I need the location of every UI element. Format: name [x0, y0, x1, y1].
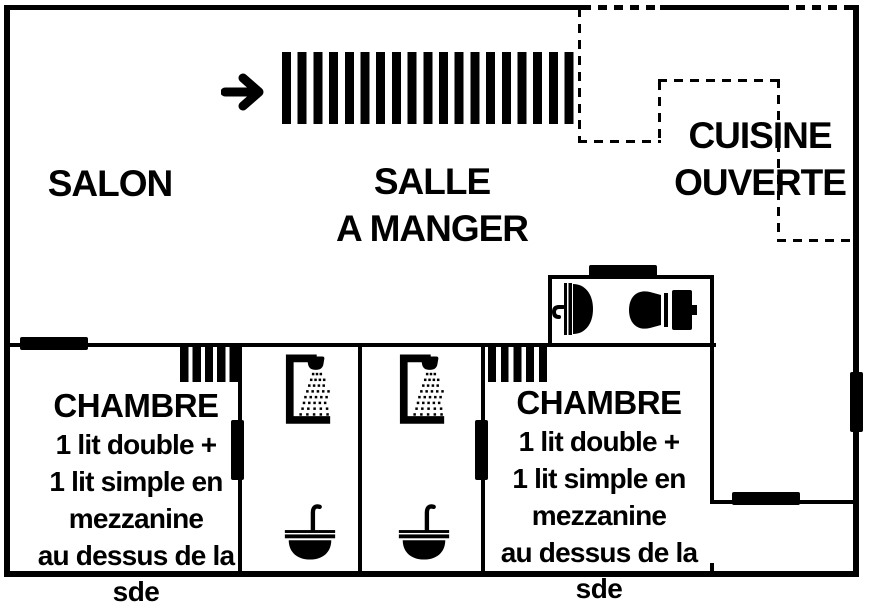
shower-icon — [285, 354, 331, 424]
sink-icon — [395, 502, 453, 562]
chambre-right-line3: mezzanine — [531, 500, 667, 531]
cuisine-line2: OUVERTE — [674, 162, 847, 203]
entrance-arrow-icon — [221, 73, 264, 111]
room-label-cuisine-ouverte: CUISINE OUVERTE — [674, 112, 847, 206]
wall-top-mid — [660, 5, 780, 10]
room-label-chambre-left: CHAMBRE 1 lit double + 1 lit simple en m… — [38, 386, 235, 605]
wall-wc-left — [548, 275, 552, 347]
door-marker-right-wall — [850, 372, 863, 432]
washbasin-icon — [551, 283, 593, 335]
wall-shower-divider — [358, 345, 362, 573]
room-label-chambre-right: CHAMBRE 1 lit double + 1 lit simple en m… — [501, 383, 698, 605]
wall-right — [853, 5, 859, 577]
vent-hatch-left — [180, 347, 238, 382]
chambre-left-title: CHAMBRE — [53, 387, 219, 424]
chambre-left-sde: sde — [112, 576, 160, 605]
chambre-left-line4: au dessus de la — [37, 540, 235, 571]
salle-a-manger-line2: A MANGER — [335, 208, 529, 249]
door-marker-salon — [20, 337, 88, 350]
wall-top-left — [4, 5, 582, 10]
door-marker-wc — [589, 265, 657, 278]
sink-icon — [281, 502, 339, 562]
room-label-salle-a-manger: SALLE A MANGER — [335, 158, 529, 252]
wall-bottom — [4, 571, 859, 577]
chambre-right-sde: sde — [575, 573, 623, 604]
wall-top-dashed-2 — [780, 5, 853, 10]
door-marker-chambre-left — [231, 420, 244, 480]
shower-icon — [399, 354, 445, 424]
door-marker-chambre-right — [475, 420, 488, 480]
wall-top-dashed-1 — [582, 5, 660, 10]
toilet-icon — [629, 290, 697, 330]
dashed-kitchen-3 — [658, 81, 661, 143]
chambre-right-line4: au dessus de la — [500, 537, 698, 568]
chambre-right-title: CHAMBRE — [516, 384, 682, 421]
stairs-hatch — [282, 52, 580, 124]
door-marker-entry — [732, 492, 800, 505]
chambre-right-line1: 1 lit double + — [518, 426, 681, 457]
wall-chambre-right-right — [710, 275, 714, 504]
chambre-left-line1: 1 lit double + — [55, 429, 218, 460]
cuisine-line1: CUISINE — [688, 115, 832, 156]
dashed-kitchen-6 — [777, 239, 859, 242]
chambre-left-line2: 1 lit simple en — [49, 466, 223, 497]
vent-hatch-right — [488, 347, 547, 382]
dashed-kitchen-5 — [777, 79, 780, 242]
chambre-left-line3: mezzanine — [68, 503, 204, 534]
wall-stub — [710, 563, 714, 573]
dashed-kitchen-4 — [658, 79, 780, 82]
wall-left — [4, 5, 10, 577]
room-label-salon: SALON — [47, 163, 173, 204]
dashed-kitchen-2 — [578, 140, 661, 143]
chambre-right-line2: 1 lit simple en — [512, 463, 686, 494]
salle-a-manger-line1: SALLE — [373, 161, 491, 202]
